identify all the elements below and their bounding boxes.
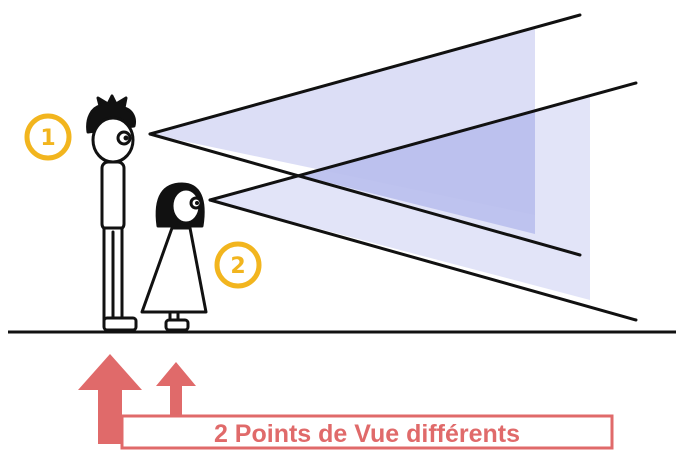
sight-line-1-top xyxy=(148,13,582,136)
viewer-2-dress xyxy=(140,226,208,314)
viewer-2-figure xyxy=(140,182,208,332)
sight-line-2-bottom xyxy=(208,198,638,322)
caption-box: 2 Points de Vue différents xyxy=(120,414,614,450)
sight-line-2-top xyxy=(208,81,638,202)
sight-lines xyxy=(148,13,638,322)
arrow-up-icon xyxy=(78,354,142,444)
badge-1-label: 1 xyxy=(40,126,55,151)
arrows xyxy=(78,354,196,444)
badge-2-label: 2 xyxy=(230,254,245,279)
badge-1: 1 xyxy=(24,113,72,161)
viewer-1-torso xyxy=(100,160,126,232)
vision-cones xyxy=(150,27,590,300)
viewer-1-feet xyxy=(102,316,138,332)
arrow-up-small-icon xyxy=(156,362,196,418)
viewer-1-figure xyxy=(86,94,138,332)
viewer-2-feet xyxy=(164,318,190,332)
badge-2: 2 xyxy=(214,241,262,289)
sight-line-1-bottom xyxy=(148,132,582,257)
caption-text: 2 Points de Vue différents xyxy=(214,420,520,448)
vision-overlap xyxy=(298,110,535,234)
